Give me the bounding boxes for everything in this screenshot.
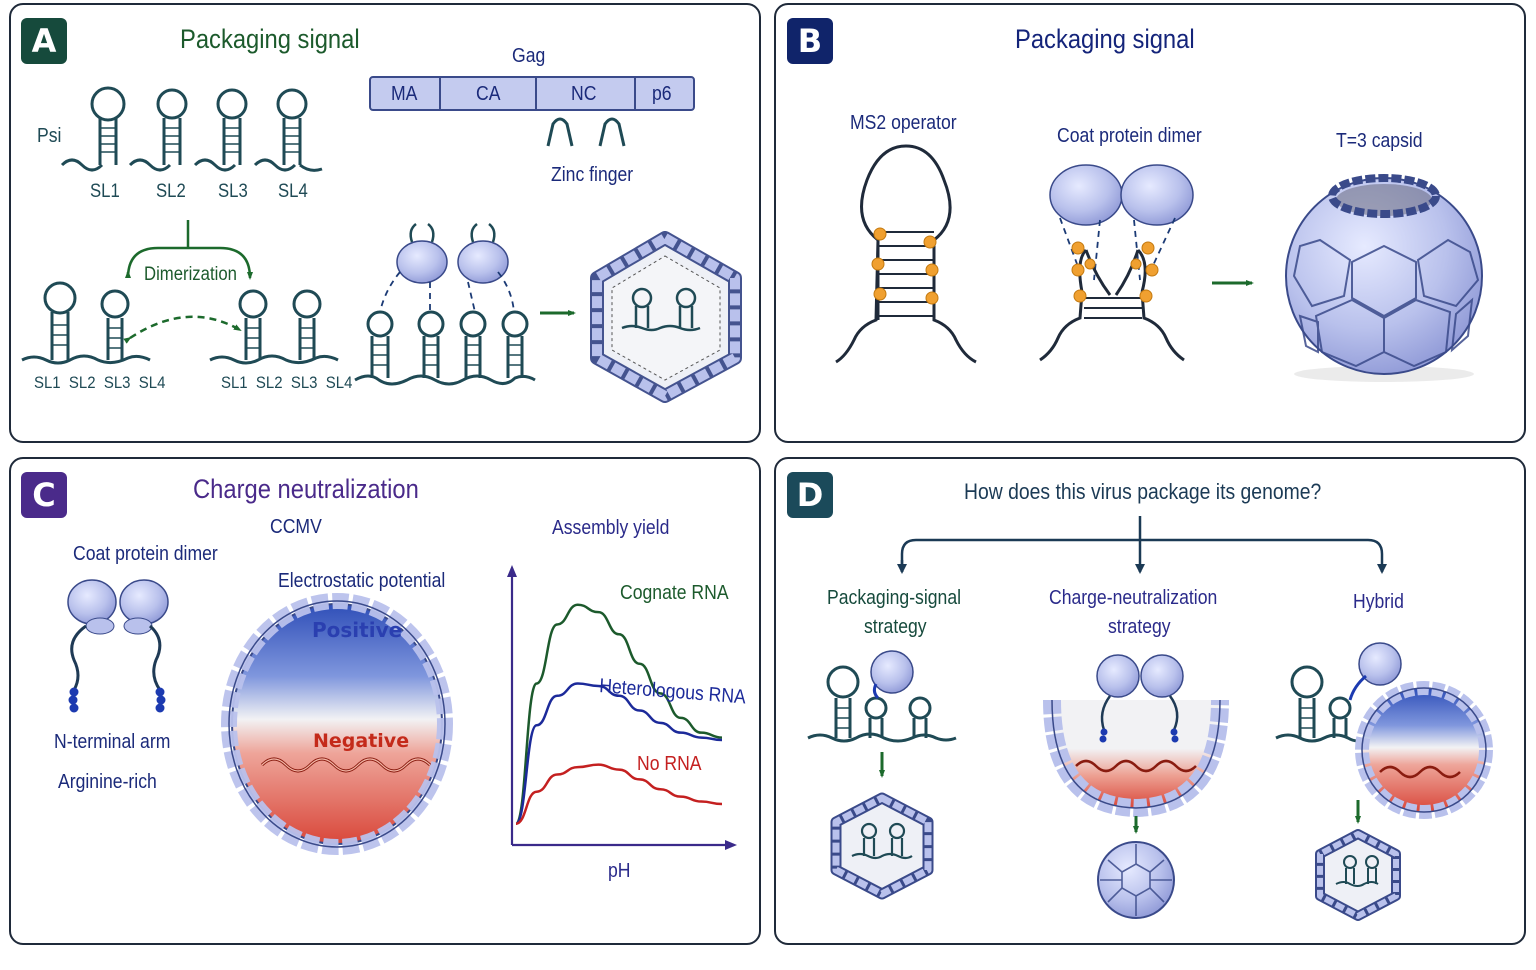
t3-capsid-sphere: [1285, 174, 1483, 382]
positive-label: Positive: [312, 618, 403, 642]
panel-a-title: Packaging signal: [180, 24, 360, 54]
coat-protein-dimer-c: [67, 579, 169, 713]
panel-b-badge: B: [787, 18, 833, 64]
panel-a-badge: A: [21, 18, 67, 64]
dimer-rna-left: [21, 281, 151, 365]
ms2-operator-hairpin: [835, 144, 977, 364]
strategy-charge-neutralization-icon: [1043, 654, 1229, 919]
gag-domain-ca: CA: [476, 83, 501, 105]
panel-d-badge: D: [787, 472, 833, 518]
coat-protein-dimer-b: [1039, 164, 1194, 362]
arginine-rich-label: Arginine-rich: [58, 771, 157, 793]
strategy-tree-arrows: [897, 516, 1387, 574]
strategy-1-line2: strategy: [864, 616, 927, 638]
strategy-3-label: Hybrid: [1353, 591, 1404, 613]
strategy-hybrid-icon: [1275, 642, 1493, 921]
dimer-right-labels: SL1 SL2 SL3 SL4: [221, 373, 353, 392]
gag-bound-rna: [354, 223, 536, 386]
ccmv-label: CCMV: [270, 516, 322, 538]
gag-domain-bar: [369, 76, 695, 111]
panel-c-title: Charge neutralization: [193, 474, 419, 504]
dimer-left-labels: SL1 SL2 SL3 SL4: [34, 373, 166, 392]
n-terminal-arm-label: N-terminal arm: [54, 731, 171, 753]
negative-label: Negative: [313, 730, 410, 752]
coat-protein-dimer-label-b: Coat protein dimer: [1057, 125, 1202, 147]
gag-domain-ma: MA: [391, 83, 418, 105]
coat-protein-dimer-label-c: Coat protein dimer: [73, 543, 218, 565]
dimerization-label: Dimerization: [144, 264, 237, 285]
gag-domain-nc: NC: [571, 83, 597, 105]
legend-no-rna: No RNA: [637, 753, 702, 775]
t3-capsid-label: T=3 capsid: [1336, 130, 1423, 152]
sl1-label: SL1: [90, 181, 120, 202]
sl3-label: SL3: [218, 181, 248, 202]
chart-xlabel: pH: [608, 860, 631, 882]
gag-label: Gag: [512, 45, 546, 67]
ccmv-electrostatic-capsid: [221, 593, 453, 855]
panel-b-title: Packaging signal: [1015, 24, 1195, 54]
panel-d-question: How does this virus package its genome?: [964, 479, 1322, 504]
psi-label: Psi: [37, 125, 62, 147]
assembly-yield-axes: [507, 565, 737, 850]
psi-rna-hairpins: [60, 86, 323, 172]
zinc-finger-label: Zinc finger: [551, 164, 634, 186]
dimerization-arrows: [123, 220, 253, 344]
sl4-label: SL4: [278, 181, 308, 202]
strategy-packaging-signal-icon: [807, 650, 957, 900]
dimer-rna-right: [209, 289, 339, 365]
chart-series-group: [514, 603, 723, 825]
ms2-operator-label: MS2 operator: [850, 112, 957, 134]
sl2-label: SL2: [156, 181, 186, 202]
series-line-1: [514, 682, 723, 825]
strategy-2-line2: strategy: [1108, 616, 1171, 638]
gag-domain-p6: p6: [652, 83, 672, 105]
series-line-0: [514, 603, 723, 825]
legend-cognate-rna: Cognate RNA: [620, 582, 729, 604]
hexagonal-capsid-a: [590, 231, 742, 403]
chart-title: Assembly yield: [552, 517, 670, 539]
zinc-finger-icon: [546, 117, 626, 147]
series-line-2: [515, 763, 723, 825]
panel-c-badge: C: [21, 472, 67, 518]
strategy-1-line1: Packaging-signal: [827, 587, 962, 609]
electrostatic-potential-label: Electrostatic potential: [278, 570, 446, 592]
strategy-2-line1: Charge-neutralization: [1049, 587, 1218, 609]
